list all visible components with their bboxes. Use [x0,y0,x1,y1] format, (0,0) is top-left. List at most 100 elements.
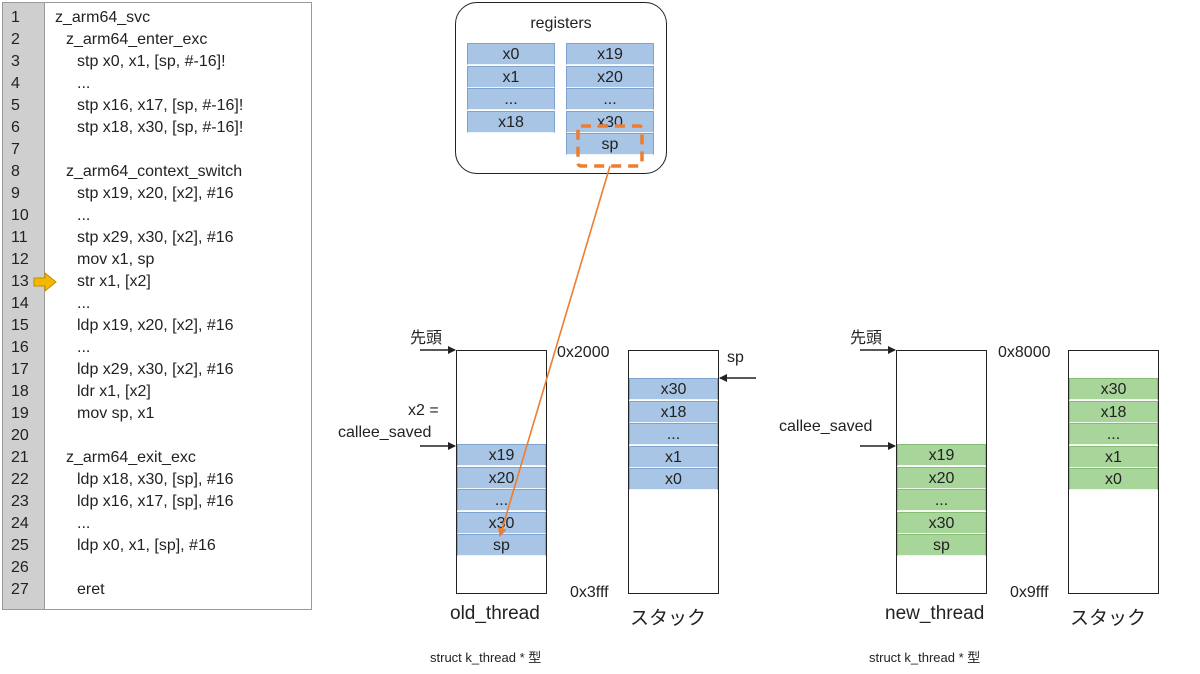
code-text: str x1, [x2] [77,273,151,290]
new-stack-top-address: 0x8000 [998,344,1051,361]
register-cell: x0 [467,43,555,65]
line-number: 18 [11,383,29,400]
code-text: ldr x1, [x2] [77,383,151,400]
current-line-arrow-icon [33,272,57,292]
old-stack-box [628,350,719,594]
line-number: 24 [11,515,29,532]
old-stack-cell: x0 [629,468,718,490]
old-sp-label: sp [727,349,744,366]
line-number: 16 [11,339,29,356]
line-number: 17 [11,361,29,378]
old-x2-label: x2 = [408,402,439,419]
code-text: stp x0, x1, [sp, #-16]! [77,53,226,70]
register-cell: x30 [566,110,654,133]
code-text: mov x1, sp [77,251,155,268]
old-callee-saved-cell: x20 [457,466,546,489]
line-number: 20 [11,427,29,444]
line-number: 5 [11,97,20,114]
line-number: 4 [11,75,20,92]
new-callee-saved-label: callee_saved [779,418,873,435]
new-stack-name: スタック [1070,608,1147,629]
code-text: stp x19, x20, [x2], #16 [77,185,234,202]
code-text: ldp x18, x30, [sp], #16 [77,471,234,488]
code-text: ldp x29, x30, [x2], #16 [77,361,234,378]
line-number: 7 [11,141,20,158]
register-cell: sp [566,133,654,155]
register-cell: x1 [467,65,555,88]
code-text: ... [77,339,91,356]
line-number: 21 [11,449,29,466]
line-number: 11 [11,229,28,246]
register-cell: x20 [566,65,654,88]
code-text: ... [77,207,91,224]
old-stack-cell: ... [629,423,718,445]
line-number-gutter [3,3,45,609]
old-stack-top-address: 0x2000 [557,344,610,361]
register-cell: x18 [467,110,555,133]
register-cell: x19 [566,43,654,65]
code-text: z_arm64_enter_exc [66,31,208,48]
old-callee-saved-cell: x30 [457,511,546,534]
old-callee-saved-cell: sp [457,534,546,556]
new-stack-cell: ... [1069,423,1158,445]
code-text: ... [77,75,91,92]
new-stack-cell: x30 [1069,378,1158,400]
register-cell: ... [566,88,654,110]
line-number: 27 [11,581,29,598]
code-text: ... [77,515,91,532]
code-text: eret [77,581,105,598]
old-type-caption: struct k_thread * 型 [430,650,542,665]
line-number: 23 [11,493,29,510]
old-thread-name: old_thread [450,603,540,624]
code-text: stp x18, x30, [sp, #-16]! [77,119,244,136]
code-text: stp x29, x30, [x2], #16 [77,229,234,246]
new-callee-saved-cell: x20 [897,466,986,489]
line-number: 13 [11,273,29,290]
line-number: 19 [11,405,29,422]
registers-title: registers [530,15,592,32]
code-text: stp x16, x17, [sp, #-16]! [77,97,244,114]
new-stack-bottom-address: 0x9fff [1010,584,1049,601]
code-text: ldp x16, x17, [sp], #16 [77,493,234,510]
new-callee-saved-cell: x19 [897,444,986,466]
new-type-caption: struct k_thread * 型 [869,650,981,665]
new-stack-box [1068,350,1159,594]
new-stack-cell: x18 [1069,400,1158,423]
new-callee-saved-cell: sp [897,534,986,556]
code-text: z_arm64_svc [55,9,151,26]
new-callee-saved-cell: x30 [897,511,986,534]
old-stack-cell: x18 [629,400,718,423]
code-text: ldp x0, x1, [sp], #16 [77,537,216,554]
code-text: z_arm64_exit_exc [66,449,196,466]
line-number: 6 [11,119,20,136]
line-number: 8 [11,163,20,180]
line-number: 22 [11,471,29,488]
new-stack-cell: x0 [1069,468,1158,490]
line-number: 10 [11,207,29,224]
line-number: 3 [11,53,20,70]
line-number: 1 [11,9,20,26]
register-cell: ... [467,88,555,110]
new-stack-cell: x1 [1069,445,1158,468]
old-thread-head-label: 先頭 [410,330,443,347]
old-callee-saved-label: callee_saved [338,424,432,441]
line-number: 9 [11,185,20,202]
old-callee-saved-cell: x19 [457,444,546,466]
old-callee-saved-cell: ... [457,489,546,511]
new-thread-head-label: 先頭 [850,330,883,347]
old-stack-name: スタック [630,608,707,629]
old-stack-cell: x30 [629,378,718,400]
old-stack-cell: x1 [629,445,718,468]
code-text: mov sp, x1 [77,405,155,422]
line-number: 14 [11,295,29,312]
line-number: 26 [11,559,29,576]
new-callee-saved-cell: ... [897,489,986,511]
new-thread-struct-box [896,350,987,594]
line-number: 15 [11,317,29,334]
new-thread-name: new_thread [885,603,985,624]
old-stack-bottom-address: 0x3fff [570,584,609,601]
code-text: ldp x19, x20, [x2], #16 [77,317,234,334]
code-text: ... [77,295,91,312]
code-text: z_arm64_context_switch [66,163,243,180]
